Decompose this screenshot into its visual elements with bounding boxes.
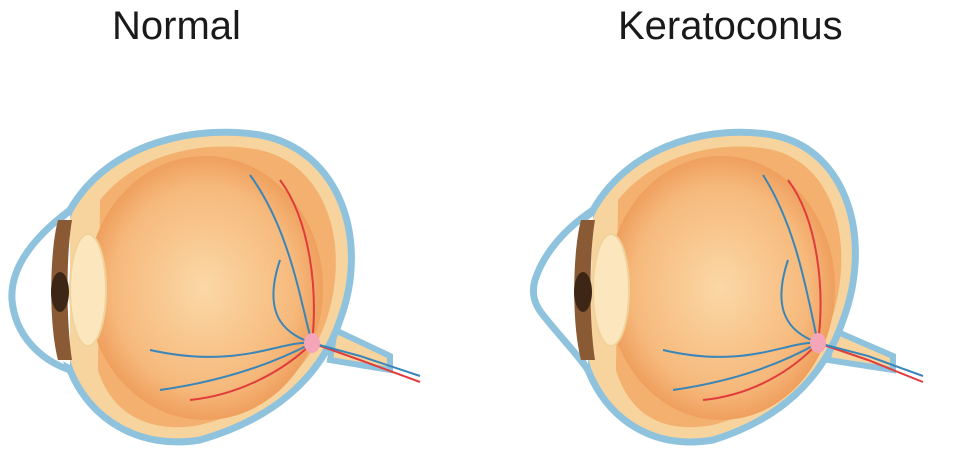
pupil xyxy=(51,272,69,312)
normal-title: Normal xyxy=(0,4,482,49)
keratoconus-panel: Keratoconus xyxy=(483,0,965,454)
normal-panel: Normal xyxy=(0,0,482,454)
optic-disc xyxy=(304,333,320,353)
vitreous-body xyxy=(87,156,323,420)
keratoconus-eye-diagram-icon xyxy=(483,120,965,454)
normal-eye-diagram-icon xyxy=(0,120,482,454)
lens xyxy=(593,234,629,346)
lens xyxy=(70,234,106,346)
pupil xyxy=(574,272,592,312)
optic-disc xyxy=(810,333,826,353)
keratoconus-title: Keratoconus xyxy=(483,4,965,49)
